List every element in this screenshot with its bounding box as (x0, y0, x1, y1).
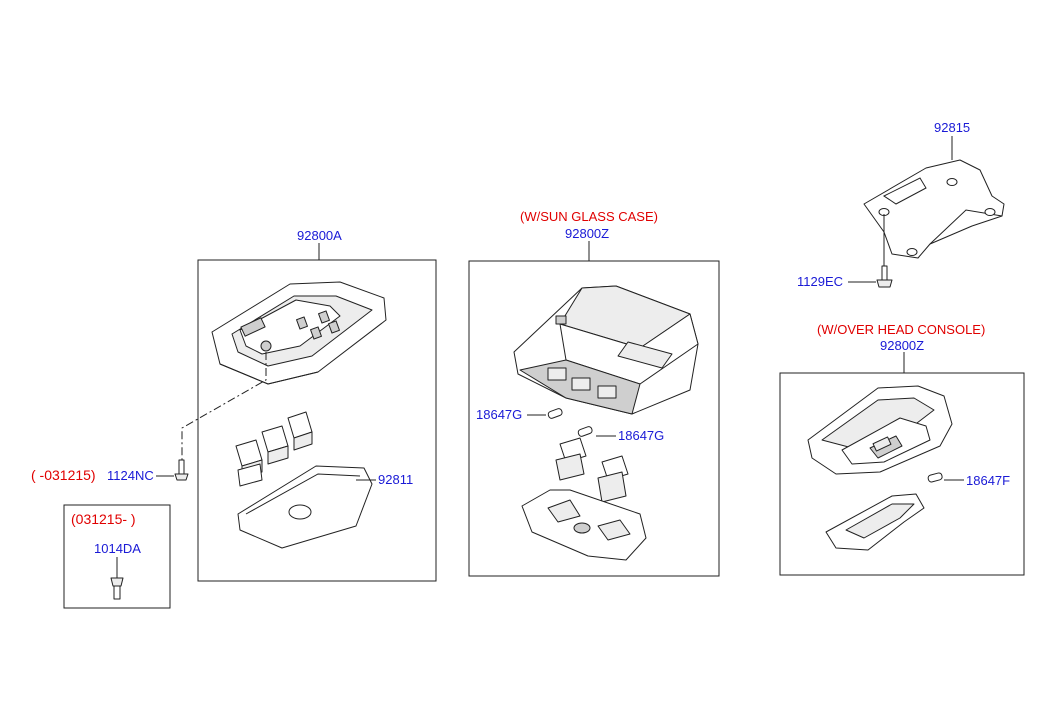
screw-1129EC (876, 265, 893, 288)
group-92800Z-overhead (779, 352, 1025, 576)
label-1014DA: 1014DA (94, 541, 141, 556)
label-date-new: (031215- ) (71, 511, 136, 527)
label-1124NC: 1124NC (107, 468, 154, 483)
label-18647F: 18647F (966, 473, 1010, 488)
bulb-18647G-left (527, 408, 563, 419)
screw-1014DA (110, 577, 124, 600)
label-92800Z-sunglass: 92800Z (565, 226, 609, 241)
label-18647G-right: 18647G (618, 428, 664, 443)
label-variant-sunglass: (W/SUN GLASS CASE) (520, 209, 658, 224)
label-92815: 92815 (934, 120, 970, 135)
screw-1124NC (174, 459, 189, 481)
frame-92800Z-sunglass (468, 260, 720, 577)
bulb-18647F (927, 472, 964, 483)
bracket-92815 (863, 159, 1005, 259)
lamp-housing-92800A (211, 281, 387, 385)
lens-sunglass (521, 489, 647, 561)
bulb-18647G-right (577, 426, 616, 437)
label-date-old: ( -031215) (31, 467, 96, 483)
group-92800A (156, 243, 437, 582)
label-92800Z-overhead: 92800Z (880, 338, 924, 353)
group-92815 (863, 136, 1005, 270)
label-variant-overhead: (W/OVER HEAD CONSOLE) (817, 322, 985, 337)
lens-overhead (825, 493, 925, 551)
lens-92811 (237, 465, 373, 549)
frame-1014DA (63, 504, 171, 609)
label-92800A: 92800A (297, 228, 342, 243)
label-18647G-left: 18647G (476, 407, 522, 422)
leader-dashed-1124NC (181, 352, 267, 462)
console-housing-sunglass (513, 285, 699, 415)
label-1129EC: 1129EC (797, 274, 843, 289)
socket-group-sunglass (555, 437, 629, 503)
group-1014DA (63, 504, 171, 609)
console-housing-overhead (807, 385, 953, 475)
clip-group-92800A (235, 411, 313, 487)
group-92800Z-sunglass (468, 241, 720, 577)
frame-92800Z-overhead (779, 372, 1025, 576)
frame-92800A (197, 259, 437, 582)
label-92811: 92811 (378, 472, 413, 487)
